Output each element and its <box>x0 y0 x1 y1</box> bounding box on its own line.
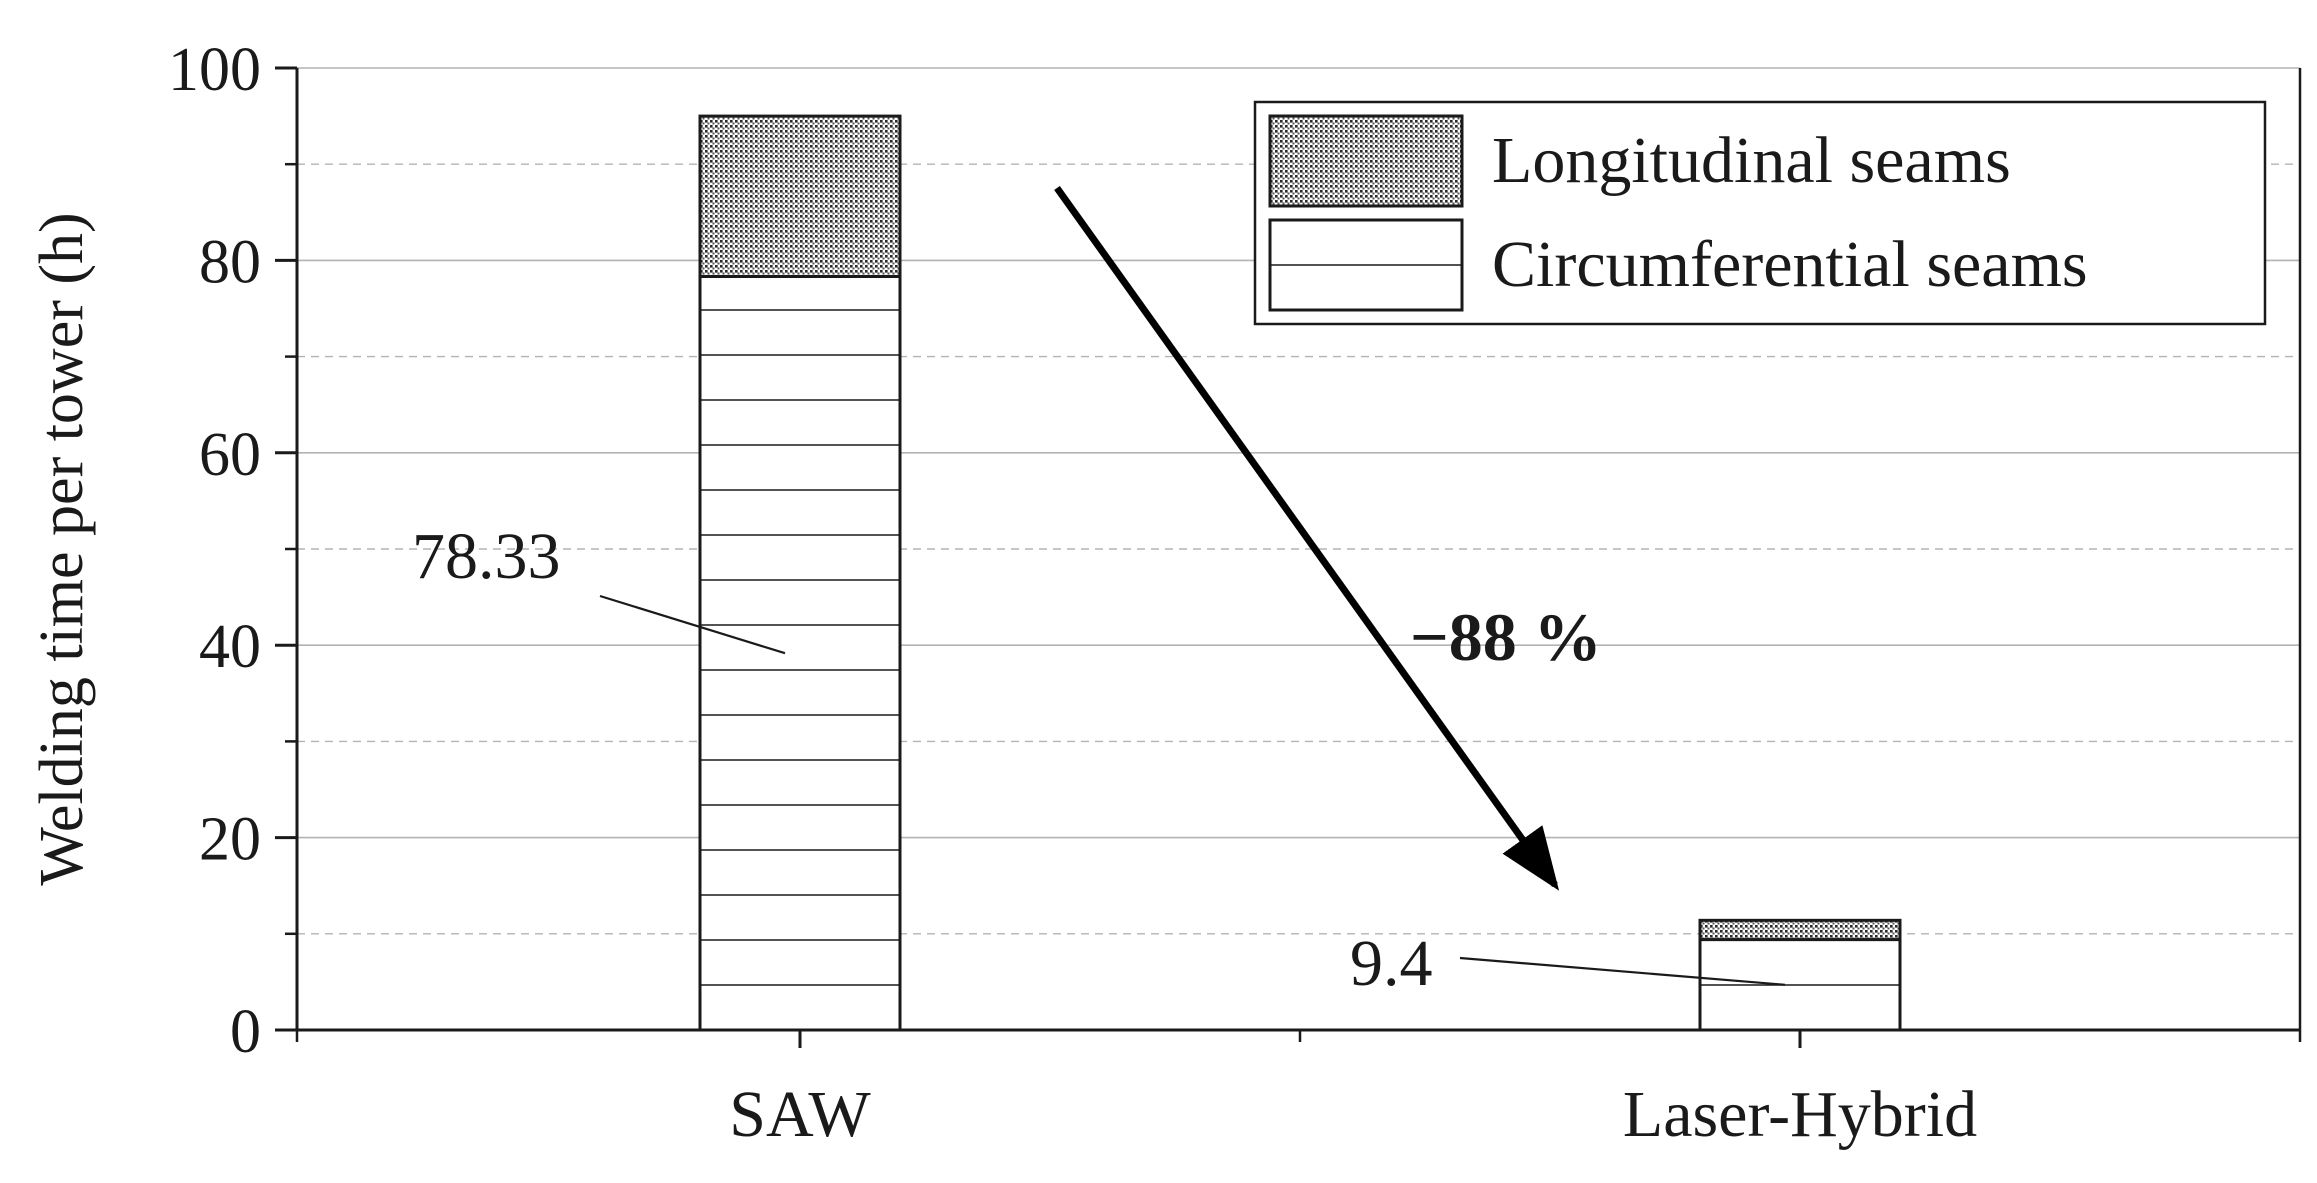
leader-line-saw <box>599 594 786 655</box>
value-label-laser-hybrid: 9.4 <box>1350 927 1433 1000</box>
bar-segment-longitudinal <box>698 114 902 278</box>
bar-segment-circumferential <box>698 274 902 1032</box>
annotation-layer: 78.33 9.4 −88 % <box>412 185 1786 1000</box>
legend-swatch-longitudinal <box>1268 114 1464 208</box>
bar-segment-longitudinal <box>1698 918 1902 942</box>
grid-layer <box>297 67 2300 935</box>
y-tick-label: 0 <box>230 998 261 1066</box>
y-tick-label: 20 <box>199 806 261 874</box>
legend-label: Longitudinal seams <box>1492 124 2011 197</box>
reduction-label: −88 % <box>1410 599 1602 675</box>
y-axis-label: Welding time per tower (h) <box>28 212 96 885</box>
legend-label: Circumferential seams <box>1492 228 2088 301</box>
y-tick-label: 80 <box>199 228 261 296</box>
x-tick-label: SAW <box>729 1078 871 1151</box>
reduction-arrow <box>1054 185 1560 891</box>
value-label-saw: 78.33 <box>412 520 561 593</box>
y-tick-label: 100 <box>168 36 261 104</box>
y-tick-label: 40 <box>199 613 261 681</box>
leader-line-laser-hybrid <box>1459 956 1786 986</box>
x-tick-label: Laser-Hybrid <box>1623 1078 1977 1151</box>
y-tick-label: 60 <box>199 421 261 489</box>
